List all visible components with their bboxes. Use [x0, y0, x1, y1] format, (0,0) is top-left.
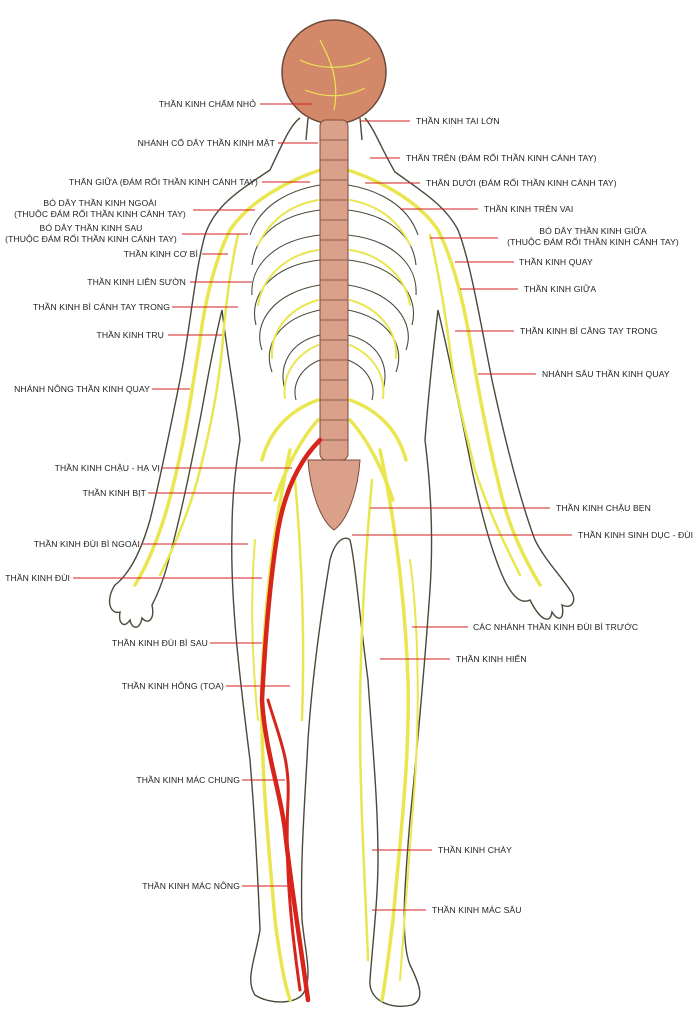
skull — [281, 19, 387, 125]
label-obturator-nerve: THẦN KINH BỊT — [82, 488, 146, 498]
rib-cage — [249, 184, 419, 401]
label-upper-trunk: THÂN TRÊN (ĐÁM RỐI THẦN KINH CÁNH TAY) — [406, 153, 597, 163]
label-medial-antebrachial-cutaneous-nerve: THẦN KINH BÌ CẲNG TAY TRONG — [520, 326, 658, 336]
label-lower-trunk: THÂN DƯỚI (ĐÁM RỐI THẦN KINH CÁNH TAY) — [426, 178, 617, 188]
common-peroneal-nerve — [266, 698, 302, 992]
label-lesser-occipital-nerve: THẦN KINH CHẨM NHỎ — [158, 99, 256, 109]
label-musculocutaneous-nerve: THẦN KINH CƠ BÌ — [123, 249, 198, 259]
leader-lines — [73, 103, 572, 911]
label-lateral-cord-line2: (THUỘC ĐÁM RỐI THẦN KINH CÁNH TAY) — [14, 208, 186, 219]
label-ulnar-nerve: THẦN KINH TRỤ — [96, 330, 164, 340]
label-genitofemoral-nerve: THẦN KINH SINH DỤC - ĐÙI — [578, 530, 694, 540]
label-suprascapular-nerve: THẦN KINH TRÊN VAI — [484, 204, 574, 214]
label-deep-radial-nerve: NHÁNH SÂU THẦN KINH QUAY — [542, 369, 670, 379]
label-medial-cord-line1: BÓ DÂY THẦN KINH GIỮA — [539, 226, 647, 236]
label-medial-brachial-cutaneous-nerve: THẦN KINH BÌ CÁNH TAY TRONG — [32, 302, 170, 312]
label-anterior-femoral-cutaneous-branches: CÁC NHÁNH THẦN KINH ĐÙI BÌ TRƯỚC — [473, 622, 639, 632]
label-ilioinguinal-nerve: THẦN KINH CHẬU BẸN — [556, 503, 651, 513]
label-iliohypogastric-nerve: THẦN KINH CHẬU - HẠ VỊ — [54, 463, 160, 473]
label-cervical-branch-facial-nerve: NHÁNH CỔ DÂY THẦN KINH MẶT — [137, 138, 275, 148]
label-superficial-radial-nerve: NHÁNH NÔNG THẦN KINH QUAY — [14, 384, 150, 394]
label-lateral-femoral-cutaneous-nerve: THẦN KINH ĐÙI BÌ NGOÀI — [33, 539, 140, 549]
label-deep-peroneal-nerve: THẦN KINH MÁC SÂU — [432, 905, 522, 915]
label-radial-nerve: THẦN KINH QUAY — [519, 257, 593, 267]
label-great-auricular-nerve: THẦN KINH TAI LỚN — [416, 116, 500, 126]
label-common-peroneal-nerve: THẦN KINH MÁC CHUNG — [136, 775, 240, 785]
label-lateral-cord-line1: BÓ DÂY THẦN KINH NGOÀI — [43, 198, 157, 208]
label-posterior-cord-line2: (THUỘC ĐÁM RỐI THẦN KINH CÁNH TAY) — [5, 233, 177, 244]
label-posterior-cord: BÓ DÂY THẦN KINH SAU (THUỘC ĐÁM RỐI THẦN… — [0, 223, 182, 244]
label-intercostal-nerves: THẦN KINH LIÊN SƯỜN — [87, 277, 186, 287]
spinal-column — [307, 119, 361, 531]
label-femoral-nerve: THẦN KINH ĐÙI — [5, 573, 70, 583]
label-sciatic-nerve: THẦN KINH HÔNG (TỌA) — [121, 681, 224, 691]
label-superficial-peroneal-nerve: THẦN KINH MÁC NÔNG — [142, 881, 240, 891]
label-medial-cord: BÓ DÂY THẦN KINH GIỮA (THUỘC ĐÁM RỐI THẦ… — [500, 226, 686, 247]
label-medial-cord-line2: (THUỘC ĐÁM RỐI THẦN KINH CÁNH TAY) — [507, 236, 679, 247]
label-posterior-femoral-cutaneous-nerve: THẦN KINH ĐÙI BÌ SAU — [111, 638, 208, 648]
label-saphenous-nerve: THẦN KINH HIỂN — [456, 654, 527, 664]
sciatic-nerve — [259, 437, 323, 1003]
label-posterior-cord-line1: BÓ DÂY THẦN KINH SAU — [39, 223, 143, 233]
label-tibial-nerve: THẦN KINH CHÀY — [438, 845, 512, 855]
label-lateral-cord: BÓ DÂY THẦN KINH NGOÀI (THUỘC ĐÁM RỐI TH… — [6, 198, 194, 219]
label-median-nerve: THẦN KINH GIỮA — [524, 284, 597, 294]
label-middle-trunk: THÂN GIỮA (ĐÁM RỐI THẦN KINH CÁNH TAY) — [68, 177, 258, 187]
body-outline — [108, 117, 575, 1007]
